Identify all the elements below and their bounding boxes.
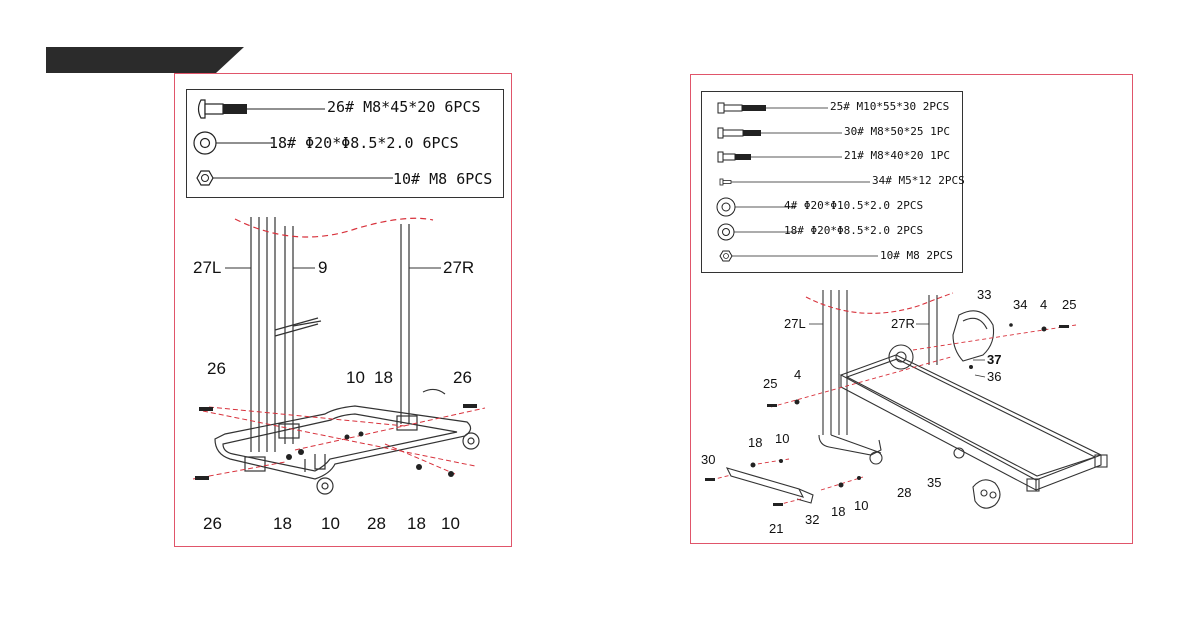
callout-base: 28	[367, 514, 386, 533]
callout-washer-bottom-left: 18	[273, 514, 292, 533]
callout-bolt-left: 25	[763, 376, 777, 391]
callout-washer-left: 4	[794, 367, 801, 382]
callout-pin: 37	[987, 352, 1001, 367]
callout-nut-arm-bottom: 10	[854, 498, 868, 513]
callout-frame-right: 27R	[891, 316, 915, 331]
callout-deck: 35	[927, 475, 941, 490]
callout-washer-arm: 18	[748, 435, 762, 450]
right-assembly-diagram: 27L 27R 33 34 4 25 37 36 25 4 18 10 30 2…	[691, 75, 1134, 545]
left-assembly-diagram: 27L 9 27R 26 10 18 26 26 18 10 28 18 10	[175, 74, 513, 548]
callout-bolt-top: 25	[1062, 297, 1076, 312]
callout-bolt-top-left: 26	[207, 359, 226, 378]
callout-washer-mid: 18	[374, 368, 393, 387]
callout-cover: 33	[977, 287, 991, 302]
assembly-step-right-panel: 25# M10*55*30 2PCS 30# M8*50*25 1PC 21# …	[690, 74, 1133, 544]
step-header-tab	[46, 47, 244, 73]
callout-screw: 34	[1013, 297, 1027, 312]
callout-bolt-arm-bottom: 21	[769, 521, 783, 536]
callout-washer-bottom-right: 18	[407, 514, 426, 533]
callout-washer-top: 4	[1040, 297, 1047, 312]
callout-bolt-top-right: 26	[453, 368, 472, 387]
callout-upright: 9	[318, 258, 327, 277]
callout-nut-arm: 10	[775, 431, 789, 446]
callout-nut-bottom-left: 10	[321, 514, 340, 533]
callout-nut-mid: 10	[346, 368, 365, 387]
callout-frame-left: 27L	[784, 316, 806, 331]
callout-washer-arm-bottom: 18	[831, 504, 845, 519]
callout-base: 28	[897, 485, 911, 500]
assembly-step-left-panel: 26# M8*45*20 6PCS 18# Φ20*Φ8.5*2.0 6PCS …	[174, 73, 512, 547]
callout-clip: 36	[987, 369, 1001, 384]
callout-arm: 32	[805, 512, 819, 527]
callout-nut-bottom-right: 10	[441, 514, 460, 533]
callout-bolt-arm: 30	[701, 452, 715, 467]
callout-frame-right: 27R	[443, 258, 474, 277]
callout-frame-left: 27L	[193, 258, 221, 277]
callout-bolt-bottom-left: 26	[203, 514, 222, 533]
